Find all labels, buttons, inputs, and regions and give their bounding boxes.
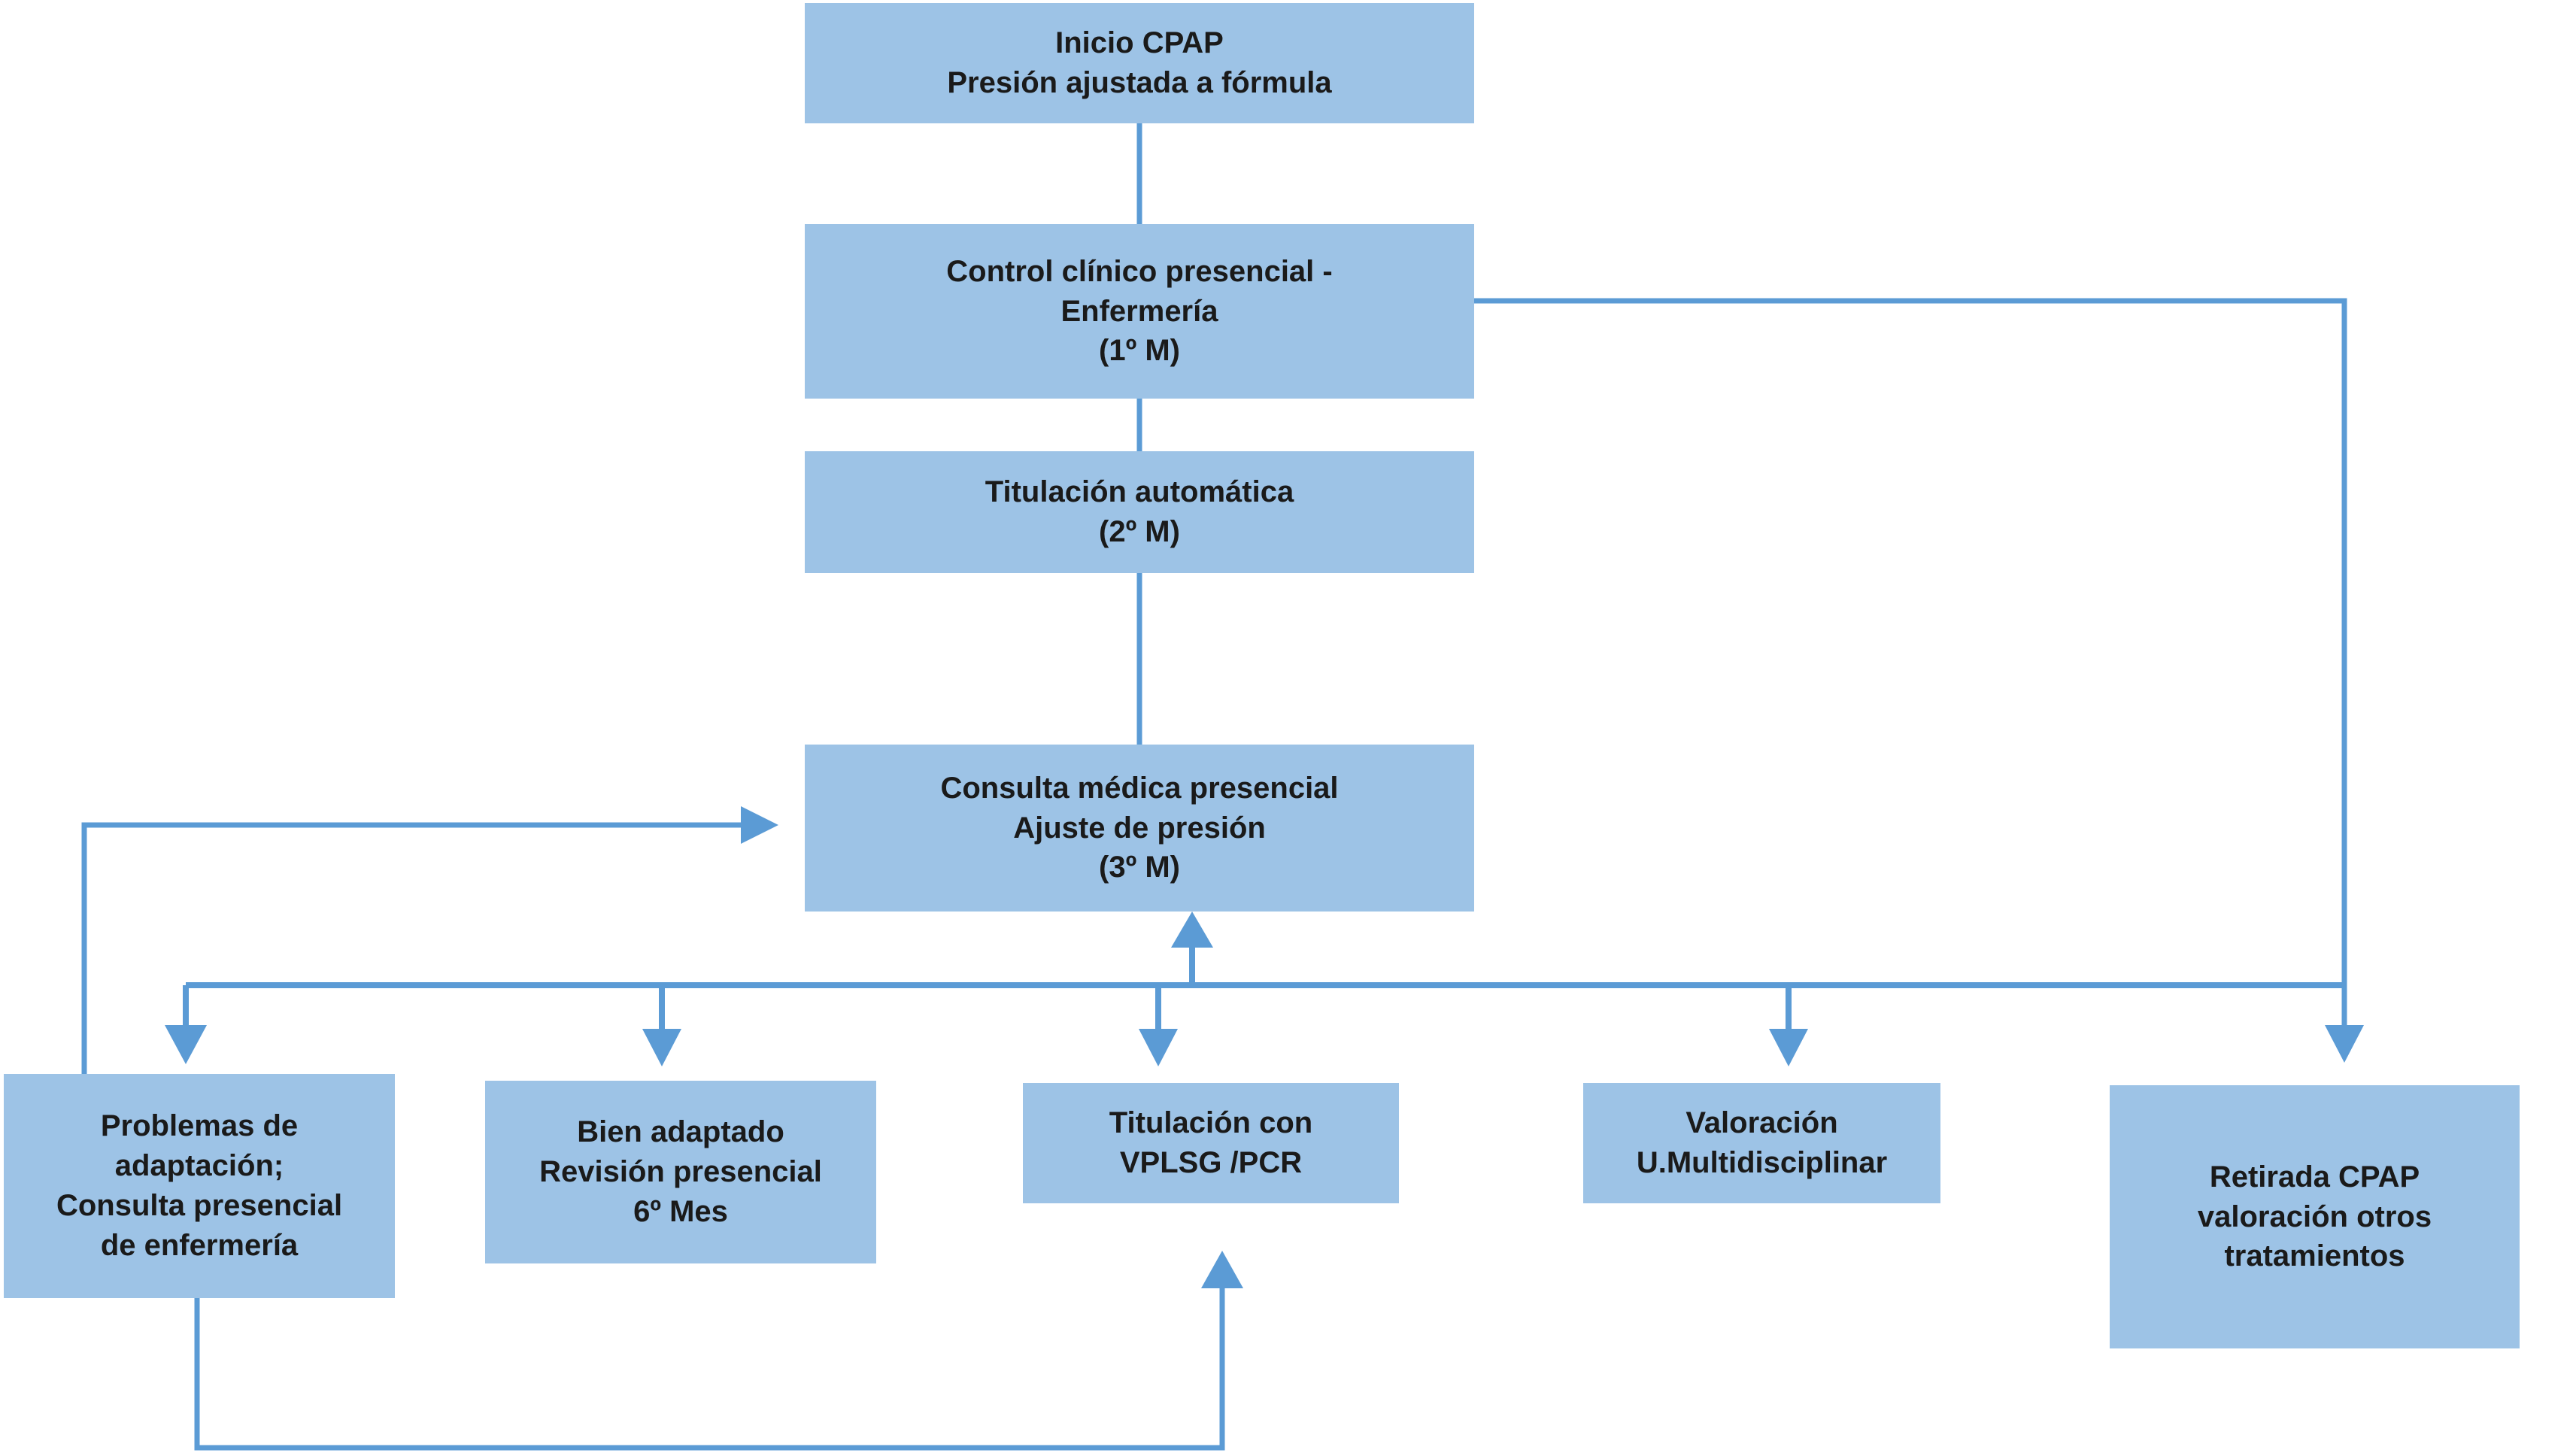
arrowhead-up-into-consulta <box>1171 912 1213 948</box>
titulacion-automatica-node[interactable]: Titulación automática (2º M) <box>805 451 1474 573</box>
arrowhead-up-into-titulacion-vplsg <box>1201 1251 1243 1288</box>
edge-control-to-retirada <box>1474 298 2347 1040</box>
edge-problemas-back-to-consulta <box>81 822 752 1074</box>
arrowhead-down-bien-adaptado <box>642 1029 681 1066</box>
arrowhead-down-valoracion <box>1769 1029 1808 1066</box>
inicio-cpap-label: Inicio CPAP Presión ajustada a fórmula <box>947 26 1332 99</box>
titulacion-vplsg-pcr-label: Titulación con VPLSG /PCR <box>1109 1106 1313 1179</box>
consulta-medica-presencial-node[interactable]: Consulta médica presencial Ajuste de pre… <box>805 745 1474 912</box>
retirada-cpap-node[interactable]: Retirada CPAP valoración otros tratamien… <box>2110 1085 2520 1348</box>
valoracion-multidisciplinar-label: Valoración U.Multidisciplinar <box>1636 1106 1888 1179</box>
retirada-cpap-label: Retirada CPAP valoración otros tratamien… <box>2197 1160 2432 1273</box>
problemas-adaptacion-label: Problemas de adaptación; Consulta presen… <box>56 1109 343 1262</box>
titulacion-automatica-label: Titulación automática (2º M) <box>985 475 1294 548</box>
edge-problemas-back-to-titulacion-vplsg <box>194 1275 1225 1451</box>
arrowhead-down-retirada <box>2325 1025 2364 1063</box>
bien-adaptado-label: Bien adaptado Revisión presencial 6º Mes <box>539 1115 822 1228</box>
valoracion-multidisciplinar-node[interactable]: Valoración U.Multidisciplinar <box>1583 1083 1940 1203</box>
control-clinico-enfermeria-node[interactable]: Control clínico presencial - Enfermería … <box>805 224 1474 399</box>
problemas-adaptacion-node[interactable]: Problemas de adaptación; Consulta presen… <box>4 1074 395 1298</box>
arrowhead-down-problemas <box>165 1025 207 1064</box>
arrowhead-down-titulacion-vplsg <box>1139 1029 1178 1066</box>
control-clinico-enfermeria-label: Control clínico presencial - Enfermería … <box>946 254 1333 368</box>
bien-adaptado-node[interactable]: Bien adaptado Revisión presencial 6º Mes <box>485 1081 876 1263</box>
inicio-cpap-node[interactable]: Inicio CPAP Presión ajustada a fórmula <box>805 3 1474 123</box>
titulacion-vplsg-pcr-node[interactable]: Titulación con VPLSG /PCR <box>1023 1083 1399 1203</box>
arrowhead-right-into-consulta <box>741 806 778 844</box>
consulta-medica-presencial-label: Consulta médica presencial Ajuste de pre… <box>940 771 1339 884</box>
